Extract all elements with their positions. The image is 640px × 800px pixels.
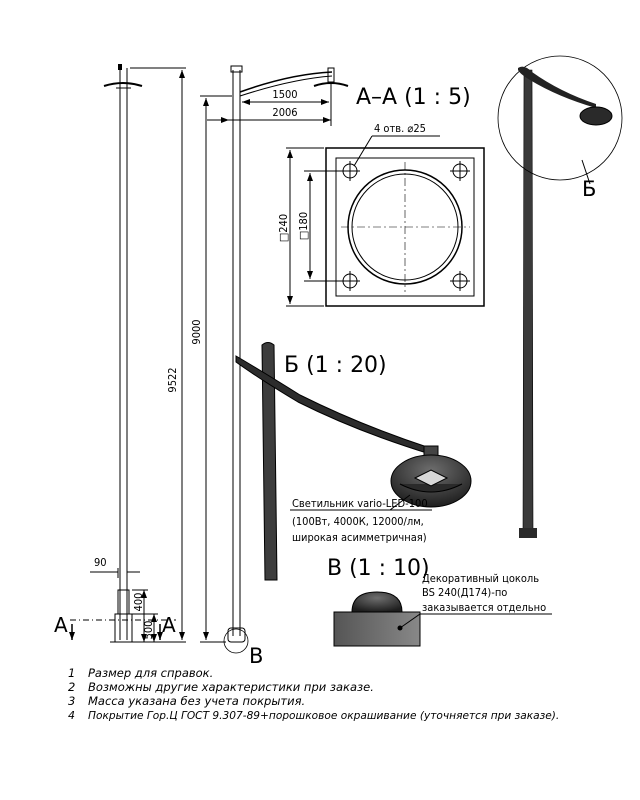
luminaire-line-2: (100Вт, 4000К, 12000/лм, [292, 515, 424, 528]
dim-180-label: □180 [297, 212, 310, 240]
dim-500-label: 500 [142, 621, 155, 640]
luminaire-line-3: широкая асимметричная) [292, 531, 427, 544]
holes-label: 4 отв. ⌀25 [374, 122, 426, 135]
dim-1500-label: 1500 [272, 88, 297, 101]
base-line-3: заказывается отдельно [422, 601, 546, 614]
dim-90-label: 90 [94, 556, 107, 569]
note-num: 3 [68, 694, 75, 708]
base-callout: Декоративный цоколь BS 240(Д174)-по зака… [399, 572, 552, 629]
note-text: Возможны другие характеристики при заказ… [88, 680, 374, 694]
front-view-pole [103, 64, 143, 643]
dim-2006-label: 2006 [272, 106, 297, 119]
note-text: Покрытие Гор.Ц ГОСТ 9.307-89+порошковое … [88, 710, 559, 722]
dim-total-label: 9522 [166, 367, 179, 392]
detail-v-base [333, 591, 421, 647]
marker-v: В [249, 644, 263, 668]
base-line-1: Декоративный цоколь [422, 572, 539, 585]
dim-arm: 1500 2006 [207, 82, 332, 126]
note-num: 4 [68, 709, 75, 722]
dim-400-label: 400 [132, 593, 145, 612]
section-aa-title: А–А (1 : 5) [356, 85, 471, 110]
dim-9000: 9000 [190, 95, 232, 643]
luminaire-line-1: Светильник vario-LED-100 [292, 497, 428, 510]
dim-flange: □240 □180 4 отв. ⌀25 [277, 122, 440, 307]
flange-hole [450, 271, 470, 291]
flange-hole [450, 161, 470, 181]
marker-b: Б [582, 177, 596, 201]
render-pole [497, 55, 623, 538]
note-num: 2 [68, 680, 75, 694]
section-cut-aa: А А [54, 613, 176, 640]
section-v-title: В (1 : 10) [327, 556, 430, 581]
dim-9522: 9522 [130, 67, 186, 643]
section-a-right: А [162, 613, 176, 637]
detail-b-luminaire [235, 342, 472, 581]
base-line-2: BS 240(Д174)-по [422, 586, 507, 599]
dim-base: 90 400 500 [90, 556, 158, 643]
notes-list: 1 Размер для справок. 2 Возможны другие … [68, 666, 559, 722]
note-num: 1 [68, 666, 75, 680]
dim-pole-label: 9000 [190, 319, 203, 344]
dim-240-label: □240 [277, 214, 290, 242]
side-view-pole [223, 65, 349, 654]
luminaire-callout: Светильник vario-LED-100 (100Вт, 4000К, … [290, 494, 432, 544]
note-text: Масса указана без учета покрытия. [88, 694, 305, 708]
section-a-left: А [54, 613, 68, 637]
section-b-title: Б (1 : 20) [284, 353, 387, 378]
flange-plate [325, 147, 485, 307]
note-text: Размер для справок. [88, 666, 213, 680]
